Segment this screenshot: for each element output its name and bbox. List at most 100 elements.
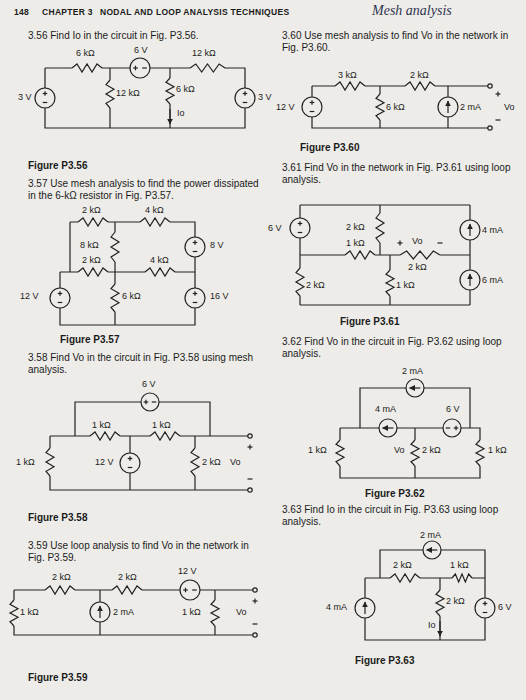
polarity-mark xyxy=(128,467,133,468)
resistor-symbol xyxy=(335,82,365,90)
wire-gap xyxy=(90,434,120,438)
wire xyxy=(194,436,195,490)
polarity-mark xyxy=(254,599,255,604)
component-value: 2 kΩ xyxy=(422,445,441,455)
component-value: 1 kΩ xyxy=(16,457,35,467)
polarity-mark xyxy=(438,242,443,243)
wire-gap xyxy=(338,440,342,466)
resistor-symbol xyxy=(211,600,219,626)
resistor-symbol xyxy=(296,268,304,296)
resistor-symbol xyxy=(376,213,384,243)
current-arrow xyxy=(364,602,365,614)
component-value: 6 V xyxy=(446,404,460,414)
current-source xyxy=(355,598,375,618)
component-value: 1 kΩ xyxy=(152,420,171,430)
figure-caption: Figure P3.63 xyxy=(355,655,414,667)
component-value: 1 kΩ xyxy=(20,607,39,617)
problem-text: 3.60 Use mesh analysis to find Vo in the… xyxy=(282,30,520,54)
wire xyxy=(214,590,215,635)
terminal xyxy=(253,588,257,592)
wire-gap xyxy=(78,270,108,274)
wire-gap xyxy=(78,220,108,224)
current-arrow xyxy=(99,606,100,618)
component-value: 12 V xyxy=(178,566,197,576)
current-source xyxy=(90,602,110,622)
wire xyxy=(109,68,110,128)
wire-gap xyxy=(452,576,472,580)
wire-gap xyxy=(150,434,180,438)
component-value: 1 kΩ xyxy=(396,280,415,290)
problem-text: 3.57 Use mesh analysis to find the power… xyxy=(28,178,266,202)
component-value: 2 kΩ xyxy=(410,70,429,80)
resistor-symbol xyxy=(10,600,18,626)
polarity-mark xyxy=(185,588,186,593)
component-value: 2 mA xyxy=(460,102,481,112)
resistor-symbol xyxy=(140,218,170,226)
component-value: Io xyxy=(428,620,436,630)
component-value: 6 mA xyxy=(482,275,503,285)
component-value: 4 mA xyxy=(375,404,396,414)
resistor-symbol xyxy=(111,284,119,312)
component-value: 2 mA xyxy=(402,366,423,376)
voltage-source xyxy=(290,218,310,238)
voltage-source xyxy=(130,58,150,78)
polarity-mark xyxy=(194,291,195,296)
wire-gap xyxy=(12,600,16,626)
component-value: 2 kΩ xyxy=(118,572,137,582)
current-arrow xyxy=(427,549,438,550)
component-value: 6 kΩ xyxy=(76,48,95,58)
polarity-mark xyxy=(44,91,45,96)
wire-gap xyxy=(400,253,440,257)
polarity-mark xyxy=(253,623,258,624)
wire-gap xyxy=(113,284,117,312)
component-value: 1 kΩ xyxy=(346,238,365,248)
polarity-mark xyxy=(496,119,501,120)
voltage-source xyxy=(235,88,255,108)
problem-text: 3.61 Find Vo in the network in Fig. P3.6… xyxy=(282,162,520,186)
component-value: 16 V xyxy=(210,291,229,301)
resistor-symbol xyxy=(78,218,108,226)
current-arrow xyxy=(469,274,470,286)
polarity-mark xyxy=(43,102,48,103)
wire xyxy=(50,436,250,490)
component-value: 6 kΩ xyxy=(176,84,195,94)
wire xyxy=(70,222,195,272)
component-value: 1 kΩ xyxy=(450,560,469,570)
component-value: 12 V xyxy=(20,291,39,301)
page-header: 148 xyxy=(14,8,29,18)
component-value: 3 V xyxy=(258,92,272,102)
wire-gap xyxy=(48,448,52,476)
current-source xyxy=(423,541,441,559)
wire-gap xyxy=(335,84,365,88)
component-value: 6 kΩ xyxy=(122,291,141,301)
figure-caption: Figure P3.58 xyxy=(28,512,87,524)
wire-gap xyxy=(388,270,392,296)
resistor-symbol xyxy=(390,574,420,582)
voltage-source xyxy=(35,88,55,108)
wire xyxy=(300,304,470,305)
component-value: Vo xyxy=(230,457,241,467)
component-value: 3 V xyxy=(18,92,32,102)
component-value: 6 V xyxy=(268,223,282,233)
terminal xyxy=(488,84,492,88)
resistor-symbol xyxy=(191,448,199,476)
current-source xyxy=(460,270,480,290)
figure-caption: Figure P3.60 xyxy=(300,142,359,154)
resistor-symbol xyxy=(106,80,114,108)
current-arrow xyxy=(383,427,394,428)
component-value: 12 V xyxy=(95,457,114,467)
polarity-mark xyxy=(483,612,488,613)
current-arrow xyxy=(469,224,470,236)
component-value: 1 kΩ xyxy=(92,420,111,430)
voltage-source xyxy=(443,419,461,437)
resistor-symbol xyxy=(190,64,225,72)
resistor-symbol xyxy=(336,440,344,466)
current-arrow xyxy=(439,621,440,636)
wire xyxy=(312,86,490,128)
problem-text: 3.62 Find Vo in the circuit in Fig. P3.6… xyxy=(282,336,520,360)
component-value: 4 mA xyxy=(482,225,503,235)
figure-caption: Figure P3.61 xyxy=(340,316,399,328)
resistor-symbol xyxy=(111,232,119,262)
